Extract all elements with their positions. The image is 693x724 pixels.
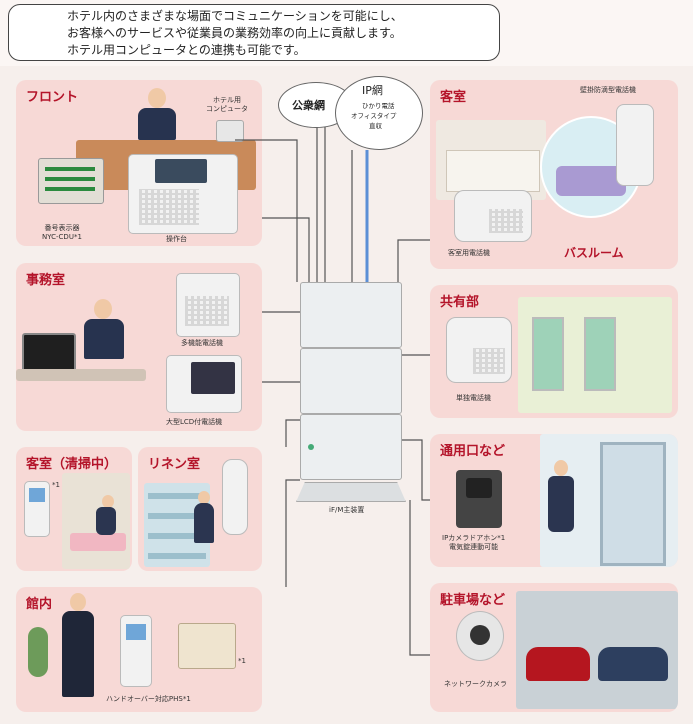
line-linen xyxy=(285,419,300,447)
intercom-label: IPカメラドアホン*1 電気錠連動可能 xyxy=(442,534,506,551)
room-phone-label: 客室用電話機 xyxy=(448,249,490,257)
antenna-note: *1 xyxy=(238,657,246,665)
lcd-phone-icon xyxy=(166,355,242,413)
number-display-icon xyxy=(38,158,104,204)
intercom-icon xyxy=(456,470,502,528)
linen-wall-phone-icon xyxy=(222,459,248,535)
main-unit-label: iF/M主装置 xyxy=(329,506,365,514)
area-guest-room-title: 客室 xyxy=(440,90,467,105)
phs-icon xyxy=(120,615,152,687)
console-icon xyxy=(128,154,238,234)
line-guest xyxy=(397,239,430,282)
wall-phone-icon xyxy=(616,104,654,186)
area-common: 共有部 単独電話機 xyxy=(430,285,678,418)
network-camera-label: ネットワークカメラ xyxy=(444,680,507,688)
area-parking-title: 駐車場など xyxy=(440,593,506,608)
ip-network-sub3: 直収 xyxy=(369,122,382,130)
console-label: 操作台 xyxy=(166,235,187,243)
area-service: 通用口など IPカメラドアホン*1 電気錠連動可能 xyxy=(430,434,678,567)
cleaning-phs-note: *1 xyxy=(52,481,60,489)
multi-phone-icon xyxy=(176,273,240,337)
parking-scene xyxy=(516,591,678,709)
cleaning-phs-icon xyxy=(24,481,50,537)
area-front: フロント ホテル用 コンピュータ 番号表示器 NYC-CDU*1 操作台 xyxy=(16,80,262,246)
lcd-phone-label: 大型LCD付電話機 xyxy=(166,418,223,426)
line-service xyxy=(400,439,430,501)
phs-label: ハンドオーバー対応PHS*1 xyxy=(106,695,191,703)
line-parking xyxy=(409,500,430,656)
intro-line-2: お客様へのサービスや従業員の業務効率の向上に貢献します。 xyxy=(67,26,402,40)
bathroom-label: バスルーム xyxy=(564,246,624,260)
area-linen-title: リネン室 xyxy=(148,457,201,472)
main-unit-stand xyxy=(296,482,406,502)
area-cleaning: 客室（清掃中） *1 xyxy=(16,447,132,571)
guest-bed xyxy=(436,120,546,200)
single-phone-label: 単独電話機 xyxy=(456,394,491,402)
area-parking: 駐車場など ネットワークカメラ xyxy=(430,583,678,712)
area-inside-title: 館内 xyxy=(26,597,53,612)
line-inside xyxy=(285,479,300,587)
multi-phone-label: 多機能電話機 xyxy=(181,339,223,347)
intro-box: ホテル内のさまざまな場面でコミュニケーションを可能にし、 お客様へのサービスや従… xyxy=(8,4,500,61)
area-inside: 館内 ハンドオーバー対応PHS*1 *1 xyxy=(16,587,262,712)
intro-line-3: ホテル用コンピュータとの連携も可能です。 xyxy=(67,43,306,57)
office-desk xyxy=(16,369,146,381)
public-network-label: 公衆網 xyxy=(292,99,325,112)
main-unit-icon xyxy=(300,282,402,482)
ip-network-cloud xyxy=(335,76,423,150)
area-cleaning-title: 客室（清掃中） xyxy=(26,457,118,472)
area-guest-room: 客室 壁掛防滴型電話機 客室用電話機 バスルーム xyxy=(430,80,678,269)
hotel-computer-label: ホテル用 コンピュータ xyxy=(206,96,248,113)
hotel-computer-icon xyxy=(216,120,244,142)
single-phone-icon xyxy=(446,317,512,383)
line-console xyxy=(262,217,310,282)
area-service-title: 通用口など xyxy=(440,444,506,459)
area-common-title: 共有部 xyxy=(440,295,480,310)
ip-network-title: IP網 xyxy=(362,84,383,97)
ip-network-sub2: オフィスタイプ xyxy=(351,112,397,120)
wall-phone-label: 壁掛防滴型電話機 xyxy=(580,86,636,94)
service-door-scene xyxy=(540,434,678,567)
area-office-title: 事務室 xyxy=(26,273,66,288)
intro-line-1: ホテル内のさまざまな場面でコミュニケーションを可能にし、 xyxy=(67,9,403,23)
network-camera-icon xyxy=(456,611,504,661)
cleaning-scene xyxy=(62,473,130,569)
ip-network-sub1: ひかり電話 xyxy=(362,102,395,110)
area-office: 事務室 多機能電話機 大型LCD付電話機 xyxy=(16,263,262,431)
number-display-label: 番号表示器 NYC-CDU*1 xyxy=(42,224,82,241)
line-hotel-computer xyxy=(235,139,298,282)
elevator-hall xyxy=(518,297,672,413)
antenna-icon xyxy=(178,623,236,669)
room-phone-icon xyxy=(454,190,532,242)
area-linen: リネン室 xyxy=(138,447,262,571)
plant-icon xyxy=(28,627,48,677)
area-front-title: フロント xyxy=(26,90,79,105)
